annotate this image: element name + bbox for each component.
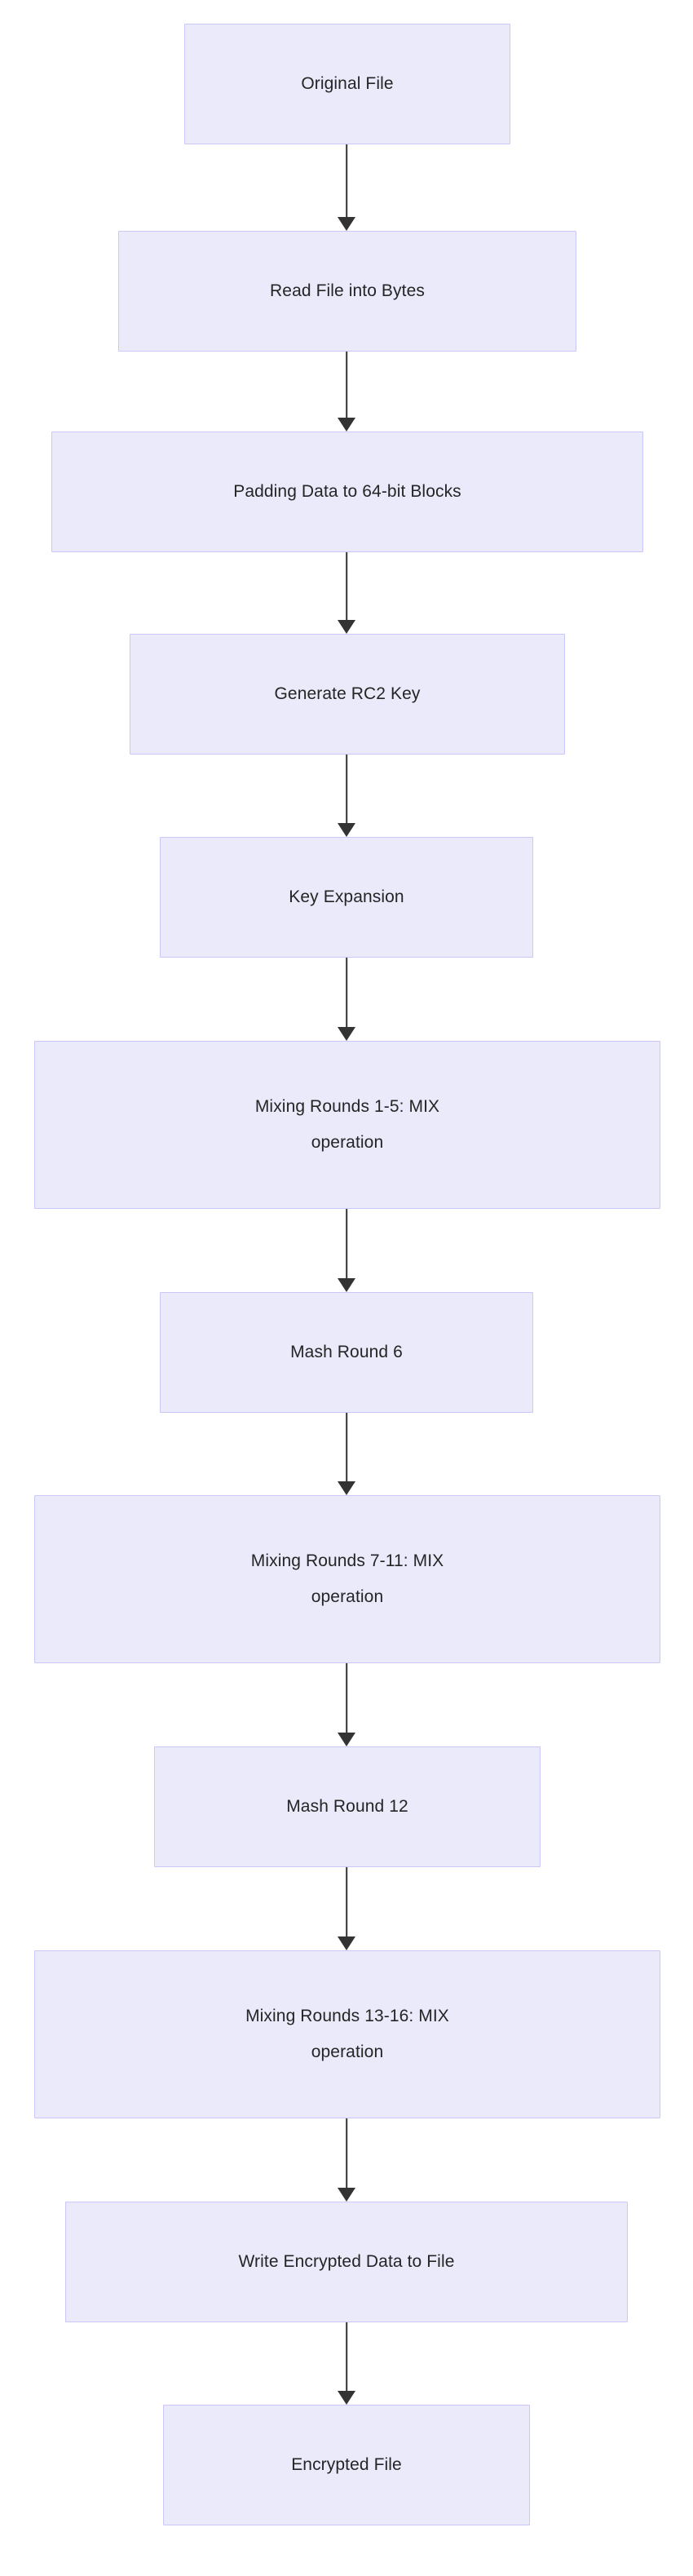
- flow-node-label: Read File into Bytes: [270, 281, 425, 300]
- flow-node-label: Write Encrypted Data to File: [238, 2252, 455, 2271]
- edge-line: [346, 552, 347, 620]
- flow-node-n10[interactable]: Mixing Rounds 13-16: MIX operation: [34, 1950, 660, 2118]
- flow-node-label: Mixing Rounds 7-11: MIX operation: [250, 1551, 444, 1606]
- edge-line: [346, 1867, 347, 1936]
- flow-node-n5[interactable]: Key Expansion: [160, 837, 533, 958]
- arrowhead-down-icon: [338, 1481, 355, 1495]
- flow-node-label: Key Expansion: [289, 887, 404, 906]
- flow-node-label: Generate RC2 Key: [274, 684, 421, 703]
- edge-line: [346, 2118, 347, 2188]
- flow-node-label: Mixing Rounds 13-16: MIX operation: [245, 2007, 449, 2061]
- flow-node-n11[interactable]: Write Encrypted Data to File: [65, 2202, 628, 2322]
- arrowhead-down-icon: [338, 620, 355, 634]
- flow-node-label: Mixing Rounds 1-5: MIX operation: [254, 1097, 440, 1152]
- flow-node-n2[interactable]: Read File into Bytes: [118, 231, 576, 352]
- arrowhead-down-icon: [338, 823, 355, 837]
- flow-node-label: Original File: [301, 74, 394, 93]
- arrowhead-down-icon: [338, 1027, 355, 1041]
- flow-node-label: Mash Round 6: [290, 1343, 403, 1361]
- flow-node-label: Padding Data to 64-bit Blocks: [233, 482, 461, 501]
- edge-line: [346, 755, 347, 823]
- flow-node-n9[interactable]: Mash Round 12: [154, 1746, 541, 1867]
- arrowhead-down-icon: [338, 2391, 355, 2405]
- flow-node-n12[interactable]: Encrypted File: [163, 2405, 530, 2525]
- arrowhead-down-icon: [338, 1936, 355, 1950]
- edge-line: [346, 1209, 347, 1278]
- edge-line: [346, 958, 347, 1027]
- flow-node-label: Encrypted File: [291, 2455, 402, 2474]
- flow-node-n4[interactable]: Generate RC2 Key: [130, 634, 565, 755]
- flow-node-label: Mash Round 12: [286, 1797, 408, 1816]
- arrowhead-down-icon: [338, 1733, 355, 1746]
- flow-node-n7[interactable]: Mash Round 6: [160, 1292, 533, 1413]
- flow-node-n6[interactable]: Mixing Rounds 1-5: MIX operation: [34, 1041, 660, 1209]
- edge-line: [346, 144, 347, 217]
- edge-line: [346, 352, 347, 418]
- arrowhead-down-icon: [338, 1278, 355, 1292]
- flow-node-n8[interactable]: Mixing Rounds 7-11: MIX operation: [34, 1495, 660, 1663]
- arrowhead-down-icon: [338, 418, 355, 432]
- edge-line: [346, 1413, 347, 1481]
- edge-line: [346, 1663, 347, 1733]
- flow-node-n3[interactable]: Padding Data to 64-bit Blocks: [51, 432, 643, 552]
- arrowhead-down-icon: [338, 2188, 355, 2202]
- flow-node-n1[interactable]: Original File: [184, 24, 510, 144]
- edge-line: [346, 2322, 347, 2391]
- arrowhead-down-icon: [338, 217, 355, 231]
